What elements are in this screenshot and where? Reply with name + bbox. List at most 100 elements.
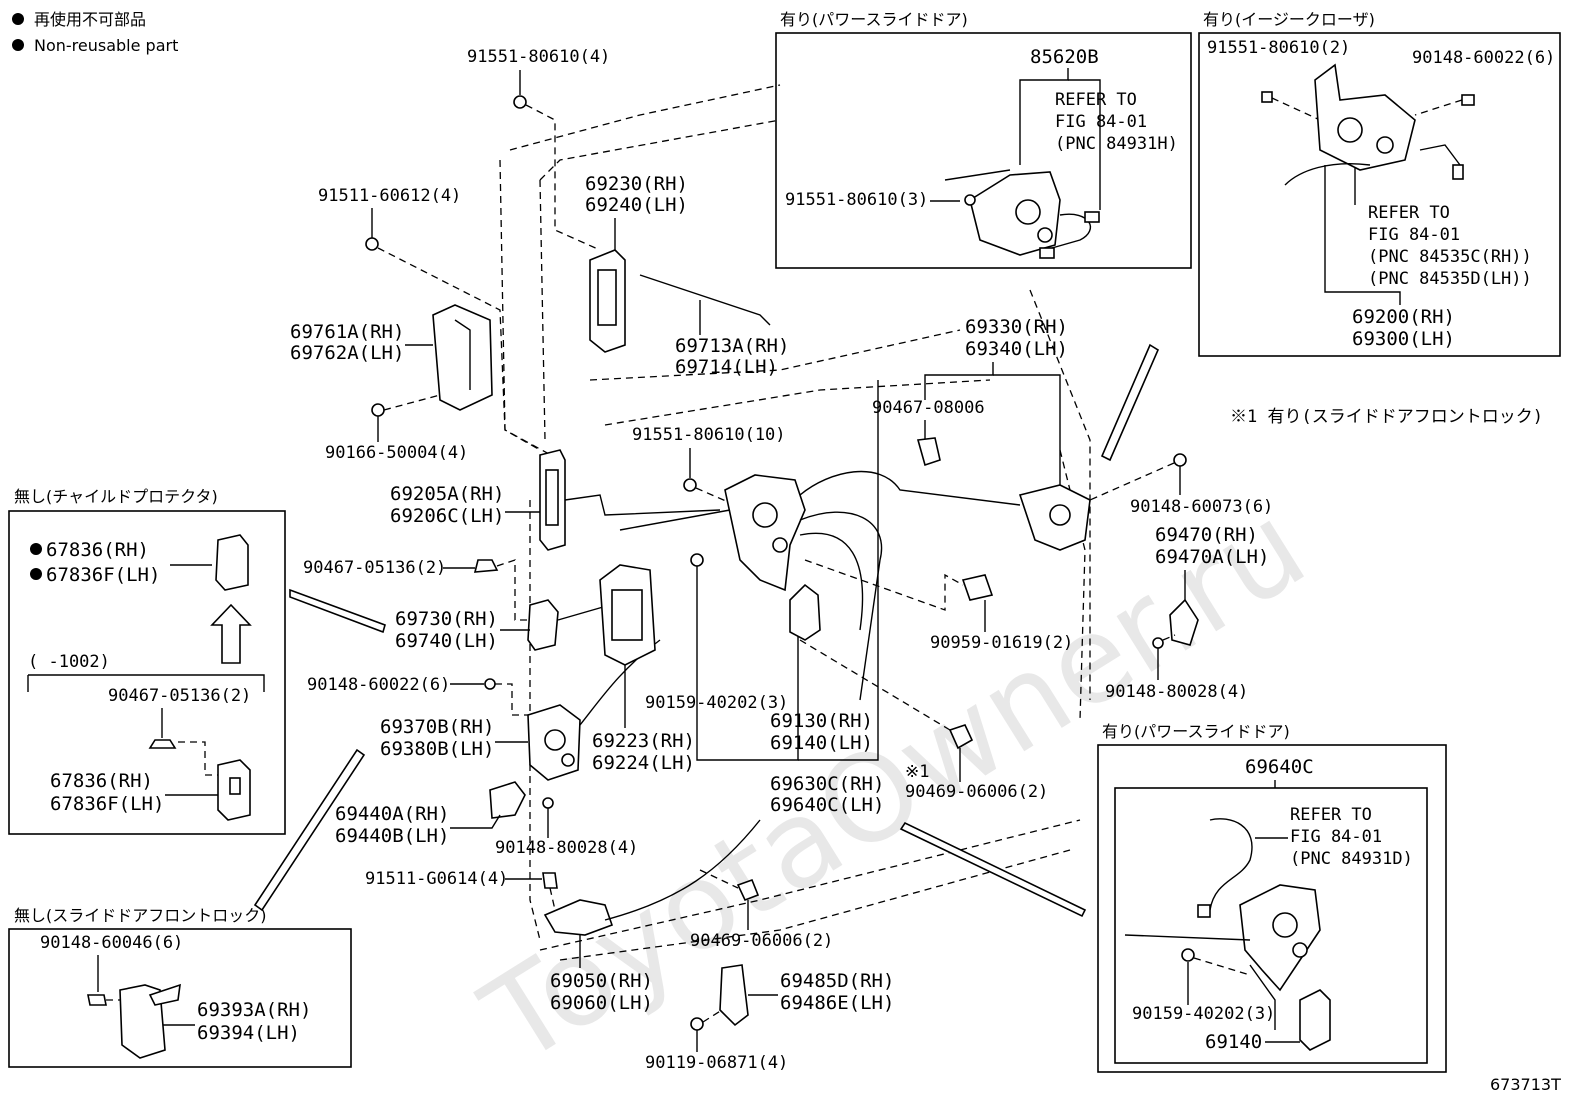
cap-icon bbox=[215, 534, 249, 591]
bolt-label: 91551-80610(3) bbox=[785, 190, 928, 210]
bolt-icon bbox=[1152, 637, 1164, 649]
part-number: 69300(LH) bbox=[1352, 328, 1455, 350]
bolt-icon bbox=[683, 478, 697, 492]
lever-icon bbox=[527, 599, 559, 651]
label-motor-lh: 69140(LH) bbox=[770, 732, 873, 754]
legend-en: Non-reusable part bbox=[34, 36, 178, 55]
bolt-icon bbox=[371, 403, 385, 417]
label-rod-lh: 69714(LH) bbox=[675, 356, 778, 378]
label-b4: 91551-80610(10) bbox=[632, 425, 786, 445]
box-header: 有り(イージークローザ) bbox=[1203, 10, 1375, 29]
lock-motor-icon bbox=[789, 583, 821, 641]
rod-icon bbox=[639, 274, 771, 326]
label-b9: 90159-40202(3) bbox=[645, 693, 788, 713]
label-remote-lh: 69224(LH) bbox=[592, 752, 695, 774]
box-header: 有り(パワースライドドア) bbox=[1102, 722, 1290, 741]
label-screw: 90467-05136(2) bbox=[303, 558, 446, 578]
guide-icon bbox=[719, 964, 749, 1027]
box-header: 有り(パワースライドドア) bbox=[780, 10, 968, 29]
label-lever-lh: 69740(LH) bbox=[395, 630, 498, 652]
refer-line: (PNC 84931D) bbox=[1290, 849, 1413, 869]
bolt-icon bbox=[1181, 948, 1195, 962]
label-inner-handle-rh: 69205A(RH) bbox=[390, 483, 504, 505]
bolt-icon bbox=[690, 553, 704, 567]
bolt-icon bbox=[513, 95, 527, 109]
label-motor-rh: 69130(RH) bbox=[770, 710, 873, 732]
label-b10: 90148-60073(6) bbox=[1130, 497, 1273, 517]
note-mark: ※1 bbox=[905, 762, 929, 782]
label-clip3: 90959-01619(2) bbox=[930, 633, 1073, 653]
bolt-label: 90148-60022(6) bbox=[1412, 48, 1555, 68]
front-striker-icon bbox=[1169, 598, 1199, 646]
arrow-icon bbox=[899, 821, 1087, 918]
bolt-icon bbox=[484, 678, 496, 690]
label-guide-lh: 69486E(LH) bbox=[780, 992, 894, 1014]
label-cover-lh: 69762A(LH) bbox=[290, 342, 404, 364]
part-number: 69640C bbox=[1245, 756, 1314, 778]
label-cover-rh: 69761A(RH) bbox=[290, 321, 404, 343]
non-reusable-dot-icon bbox=[30, 568, 42, 580]
main-lock-icon bbox=[619, 470, 1021, 701]
refer-line: (PNC 84535D(LH)) bbox=[1368, 269, 1532, 289]
label-rear-lock-lh: 69380B(LH) bbox=[380, 738, 494, 760]
front-lock-note: ※1 有り(スライドドアフロントロック) bbox=[1230, 407, 1543, 427]
refer-line: FIG 84-01 bbox=[1055, 112, 1147, 132]
label-b1: 91551-80610(4) bbox=[467, 47, 610, 67]
label-b7: 91511-G0614(4) bbox=[365, 869, 508, 889]
label-clip2: 90469-06006(2) bbox=[905, 782, 1048, 802]
arrow-icon bbox=[289, 588, 386, 634]
clip-icon bbox=[916, 437, 941, 467]
date-range: ( -1002) bbox=[28, 652, 110, 672]
motor-icon bbox=[1299, 989, 1331, 1051]
bolt-icon bbox=[1173, 453, 1187, 467]
refer-line: REFER TO bbox=[1290, 805, 1372, 825]
arrow-icon bbox=[1100, 343, 1160, 462]
label-b5: 90148-60022(6) bbox=[307, 675, 450, 695]
non-reusable-dot-icon bbox=[30, 543, 42, 555]
label-main-lock-lh: 69340(LH) bbox=[965, 338, 1068, 360]
child-protector-box: 無し(チャイルドプロテクタ) 67836(RH) 67836F(LH) ( -1… bbox=[8, 487, 286, 835]
power-slide-latch-icon bbox=[1124, 818, 1321, 1030]
box-header: 無し(チャイルドプロテクタ) bbox=[14, 487, 218, 506]
striker-icon bbox=[489, 781, 526, 819]
bolt-label: 90159-40202(3) bbox=[1132, 1004, 1275, 1024]
part-number: 85620B bbox=[1030, 46, 1099, 68]
refer-line: REFER TO bbox=[1055, 90, 1137, 110]
label-b3: 90166-50004(4) bbox=[325, 443, 468, 463]
label-b8: 90119-06871(4) bbox=[645, 1053, 788, 1073]
bolt-label: 90148-60046(6) bbox=[40, 933, 183, 953]
power-slide-box-bottom: 有り(パワースライドドア) 69640C REFER TO FIG 84-01 … bbox=[1097, 722, 1447, 1073]
non-reusable-dot-icon bbox=[12, 13, 24, 25]
arrow-icon bbox=[253, 748, 366, 912]
refer-line: FIG 84-01 bbox=[1368, 225, 1460, 245]
screw-icon bbox=[148, 739, 177, 749]
front-lock-box: 無し(スライドドアフロントロック) 90148-60046(6) 69393A(… bbox=[8, 906, 352, 1068]
clip-icon bbox=[961, 574, 994, 601]
label-front-striker-lh: 69470A(LH) bbox=[1155, 546, 1269, 568]
part-number: 69393A(RH) bbox=[197, 999, 311, 1021]
bolt-icon bbox=[542, 797, 554, 809]
label-striker-rh: 69440A(RH) bbox=[335, 803, 449, 825]
label-b11: 90148-80028(4) bbox=[1105, 682, 1248, 702]
label-cable-lh: 69640C(LH) bbox=[770, 794, 884, 816]
non-reusable-dot-icon bbox=[12, 39, 24, 51]
label-remote-rh: 69223(RH) bbox=[592, 730, 695, 752]
label-clip4: 90467-08006 bbox=[872, 398, 985, 418]
label-b6: 90148-80028(4) bbox=[495, 838, 638, 858]
bolt-label: 91551-80610(2) bbox=[1207, 38, 1350, 58]
label-rod-rh: 69713A(RH) bbox=[675, 335, 789, 357]
legend: 再使用不可部品 Non-reusable part bbox=[12, 10, 178, 55]
bolt-icon bbox=[542, 872, 558, 889]
diagram-code: 673713T bbox=[1490, 1075, 1561, 1094]
part-number: 67836F(LH) bbox=[50, 793, 164, 815]
screw-label: 90467-05136(2) bbox=[108, 686, 251, 706]
box-header: 無し(スライドドアフロントロック) bbox=[14, 906, 267, 925]
clip-icon bbox=[736, 878, 760, 902]
front-lock-icon bbox=[543, 899, 614, 936]
label-cable-rh: 69630C(RH) bbox=[770, 773, 884, 795]
label-front-striker-rh: 69470(RH) bbox=[1155, 524, 1258, 546]
easy-closer-icon bbox=[1261, 63, 1475, 186]
part-number: 69140 bbox=[1205, 1031, 1262, 1053]
easy-closer-box: 有り(イージークローザ) 91551-80610(2) 90148-60022(… bbox=[1198, 10, 1561, 357]
